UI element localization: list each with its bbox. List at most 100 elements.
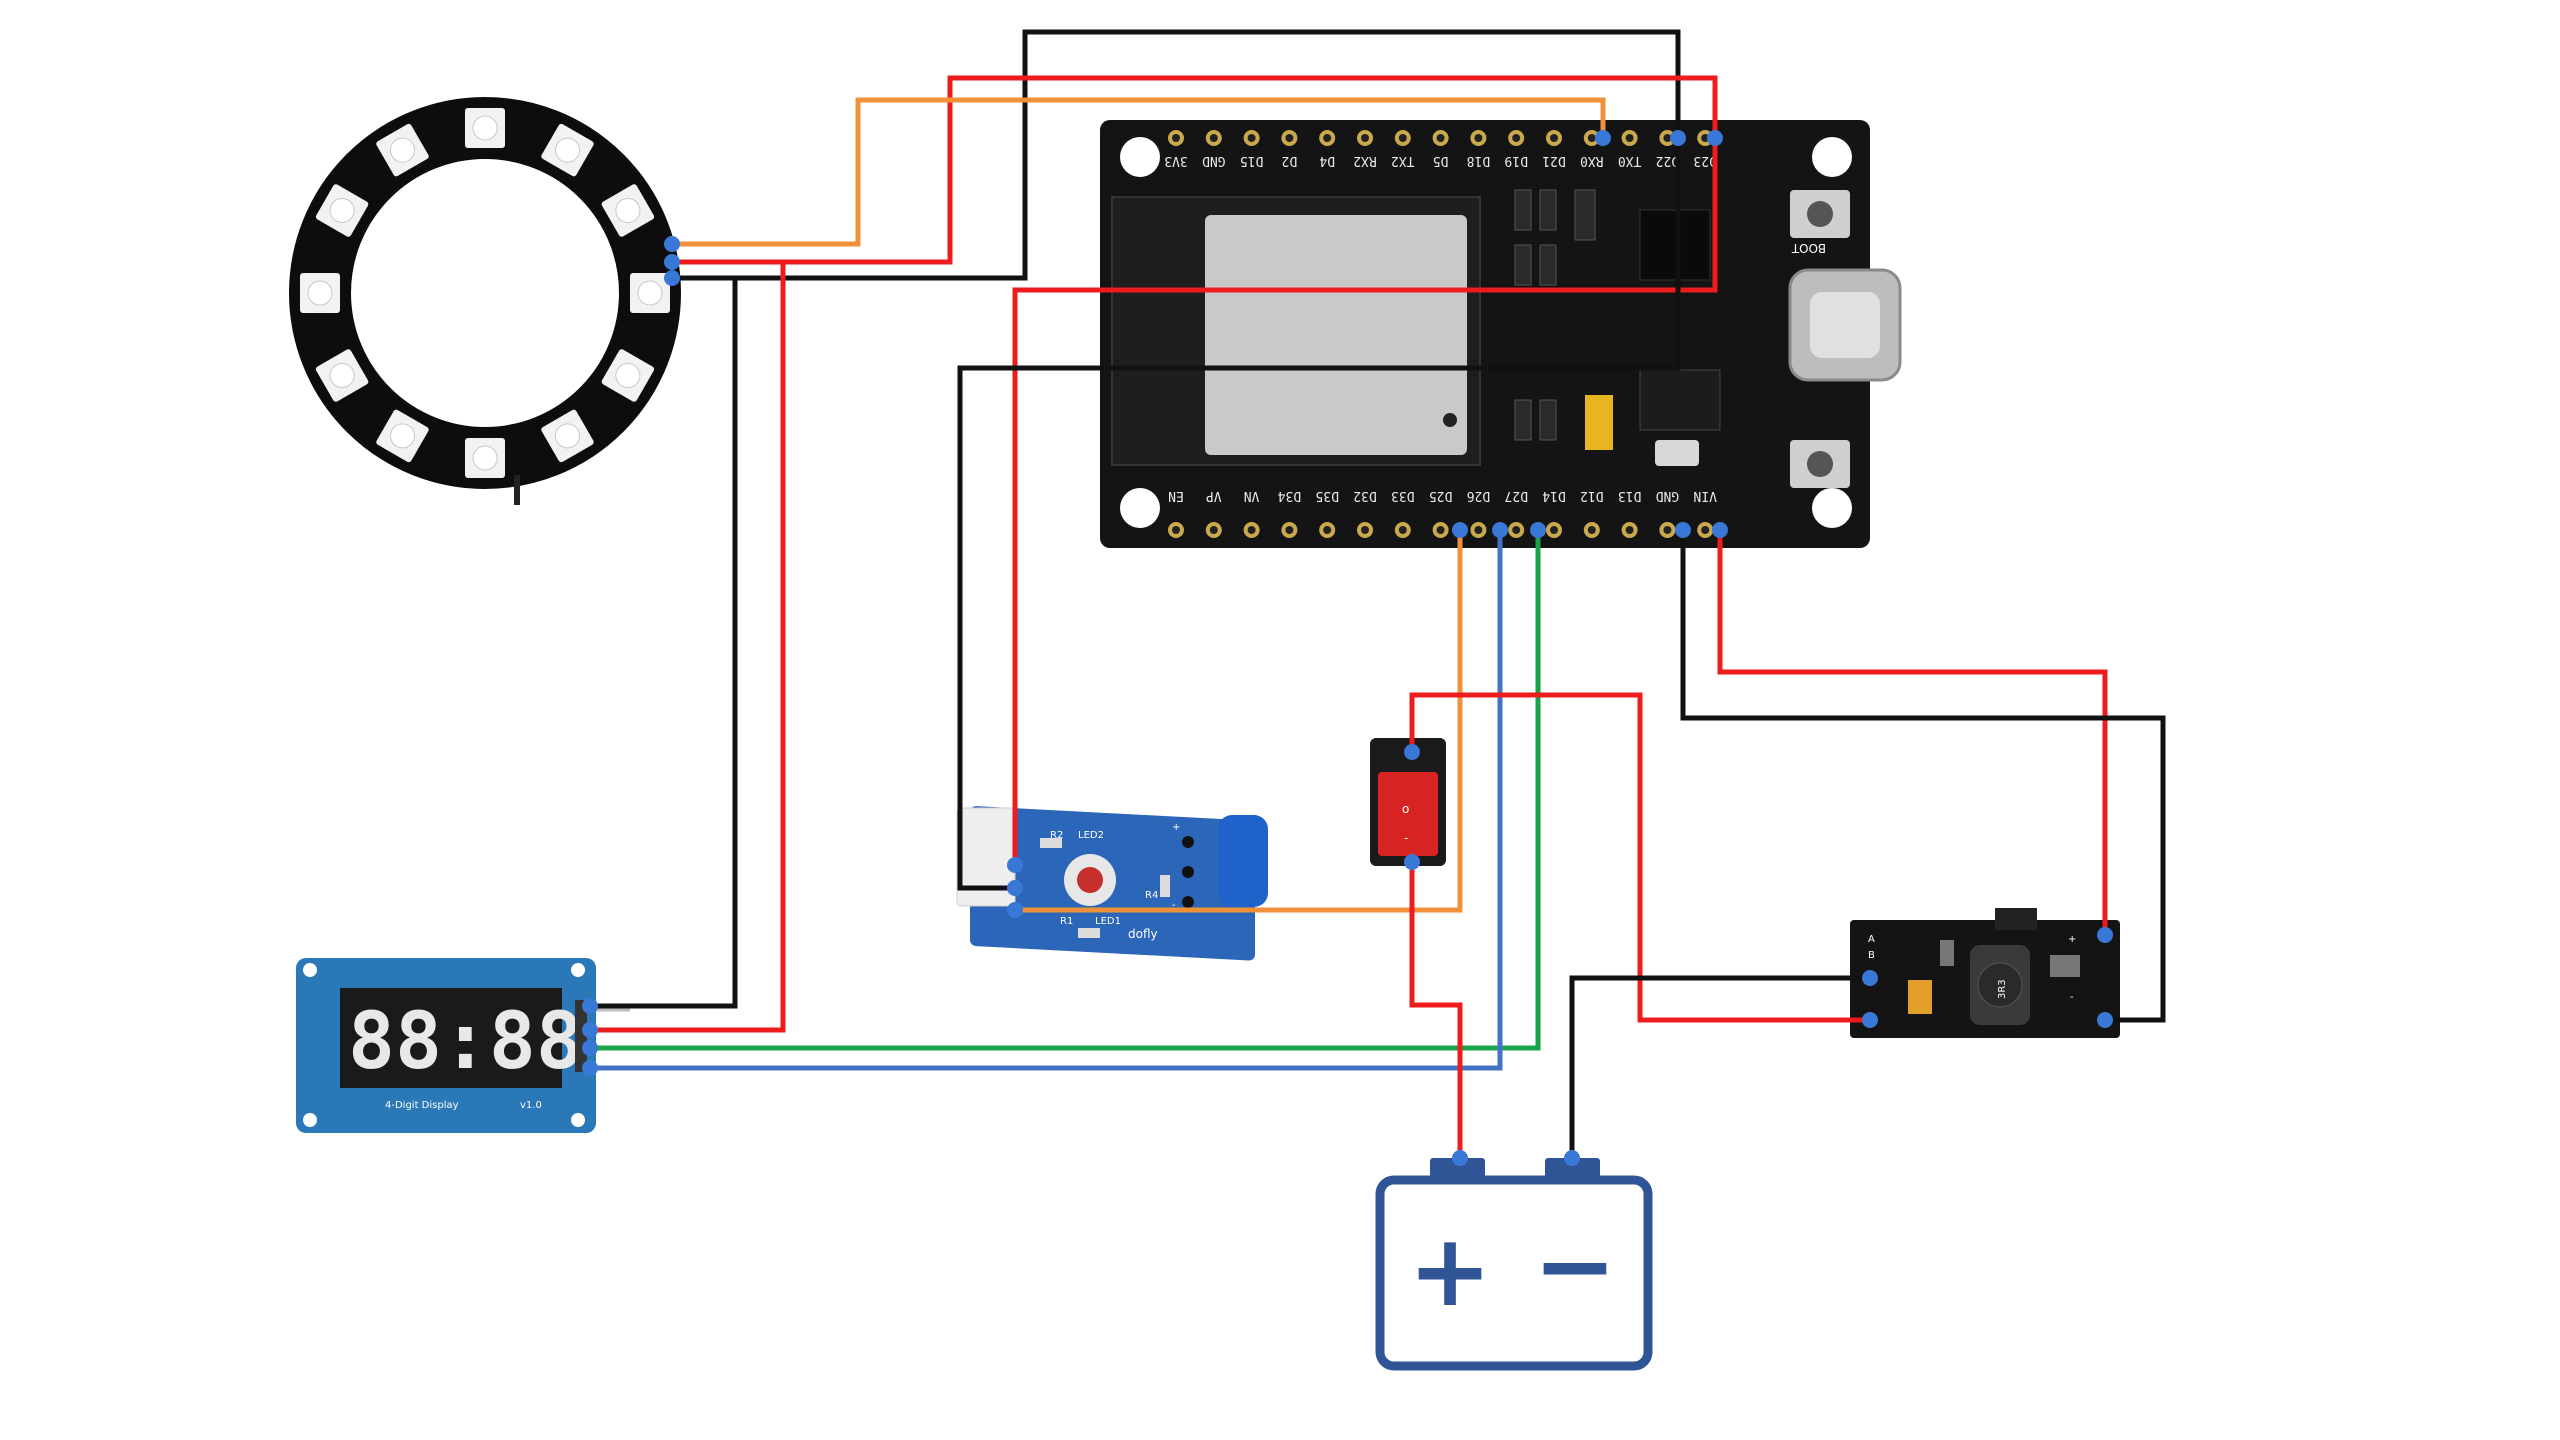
header-pin-label: 3V3	[1164, 153, 1187, 168]
wire-battery-switch	[1409, 862, 1463, 1158]
header-pin-label: D13	[1618, 488, 1641, 503]
header-pin-label: D25	[1429, 488, 1452, 503]
header-pin-label: GND	[1202, 153, 1226, 168]
boost-cap	[2050, 955, 2080, 977]
ring-led	[630, 273, 670, 313]
pin-markers	[582, 130, 2113, 1166]
header-pin-hole	[1285, 526, 1294, 534]
boost-chip	[1995, 908, 2037, 930]
pin-marker	[1007, 880, 1023, 896]
sensor-pad	[1182, 836, 1194, 848]
boost-converter: A B + - 3R3	[1850, 908, 2120, 1038]
display-header	[575, 1000, 587, 1072]
pin-marker	[664, 236, 680, 252]
sensor-pad	[1182, 896, 1194, 908]
esp32-mount-hole	[1120, 137, 1160, 177]
header-pin-label: TX0	[1618, 153, 1641, 168]
header-pin-label: D15	[1240, 153, 1263, 168]
ring-led	[315, 184, 369, 237]
header-pin-label: D26	[1467, 488, 1490, 503]
header-pin-hole	[1663, 134, 1672, 142]
header-pin-hole	[1701, 526, 1710, 534]
wire-ring-5v-display	[590, 259, 786, 1033]
header-pin-hole	[1512, 526, 1521, 534]
smd-part	[1514, 399, 1532, 441]
header-pin-hole	[1474, 526, 1483, 534]
pin-marker	[1452, 1150, 1468, 1166]
pin-marker	[1452, 522, 1468, 538]
header-pin-hole	[1550, 526, 1558, 534]
header-pin-label: D23	[1693, 153, 1716, 168]
pin-marker	[1530, 522, 1546, 538]
ring-led	[300, 273, 340, 313]
header-pin-label: D35	[1315, 488, 1338, 503]
header-pin-hole	[1474, 134, 1483, 142]
boot-label: BOOT	[1791, 241, 1826, 255]
header-pin-label: EN	[1168, 488, 1184, 503]
ring-led	[465, 108, 505, 148]
sensor-smd	[1078, 928, 1100, 938]
sensor-label-plus: +	[1172, 822, 1180, 833]
pin-marker	[1707, 130, 1723, 146]
display-hole	[571, 963, 585, 977]
ring-led	[541, 123, 594, 177]
ring-led-lens	[329, 363, 355, 388]
header-pin-label: D34	[1277, 488, 1301, 503]
header-pin-hole	[1285, 134, 1294, 142]
boost-cap	[1908, 980, 1932, 1014]
header-pin-hole	[1361, 526, 1369, 534]
ring-led-lens	[472, 115, 498, 141]
display-hole	[571, 1113, 585, 1127]
header-pin-label: TX2	[1391, 153, 1414, 168]
usb-c-port-inner	[1810, 292, 1880, 358]
battery-terminal-positive	[1430, 1158, 1485, 1180]
led-ring-tab	[514, 475, 520, 505]
boost-label-b: B	[1868, 950, 1875, 961]
header-pin-label: RX0	[1580, 153, 1603, 168]
header-pin-label: VIN	[1693, 488, 1716, 503]
boost-inductor-core	[1977, 962, 2023, 1008]
ring-led-lens	[637, 280, 663, 306]
header-pin-hole	[1550, 134, 1558, 142]
ring-led-lens	[555, 137, 580, 163]
smd-part	[1539, 244, 1557, 286]
en-button-cap	[1807, 451, 1833, 477]
header-pin-label: D2	[1282, 153, 1298, 168]
esp32-mount-hole	[1812, 488, 1852, 528]
pin-marker	[1564, 1150, 1580, 1166]
header-pin-hole	[1172, 134, 1180, 142]
header-pin-hole	[1512, 134, 1521, 142]
ring-led	[601, 349, 655, 402]
header-pin-label: D32	[1353, 488, 1376, 503]
pin-marker	[1712, 522, 1728, 538]
header-pin-hole	[1663, 526, 1672, 534]
pin-marker	[1492, 522, 1508, 538]
led-ring-pcb	[289, 97, 681, 489]
display-caption: 4-Digit Display	[385, 1100, 459, 1111]
tm1637-display: 88:88 4-Digit Display v1.0	[296, 958, 630, 1133]
header-pin-label: D14	[1542, 488, 1566, 503]
battery-plus: +	[1408, 1212, 1492, 1329]
wires	[590, 29, 2166, 1158]
ring-led	[376, 409, 429, 463]
sensor-label-r1: R1	[1060, 916, 1073, 927]
pin-marker	[2097, 927, 2113, 943]
sensor-capacitor	[1218, 815, 1268, 907]
smd-part	[1539, 189, 1557, 231]
esp32-mount-hole	[1812, 137, 1852, 177]
regulator-chip	[1639, 209, 1711, 281]
pin-marker	[664, 254, 680, 270]
header-pin-hole	[1398, 134, 1407, 142]
wire-ring-gnd	[672, 29, 1681, 281]
header-pin-label: D12	[1580, 488, 1603, 503]
header-pin-label: RX2	[1353, 153, 1376, 168]
boost-label-a: A	[1868, 934, 1875, 945]
boost-cap	[1940, 940, 1954, 966]
sensor-label-minus: -	[1172, 900, 1176, 911]
smd-part	[1539, 399, 1557, 441]
header-pin-hole	[1587, 526, 1596, 534]
boot-button-cap	[1807, 201, 1833, 227]
wire-boost-gnd	[1680, 530, 2166, 1023]
